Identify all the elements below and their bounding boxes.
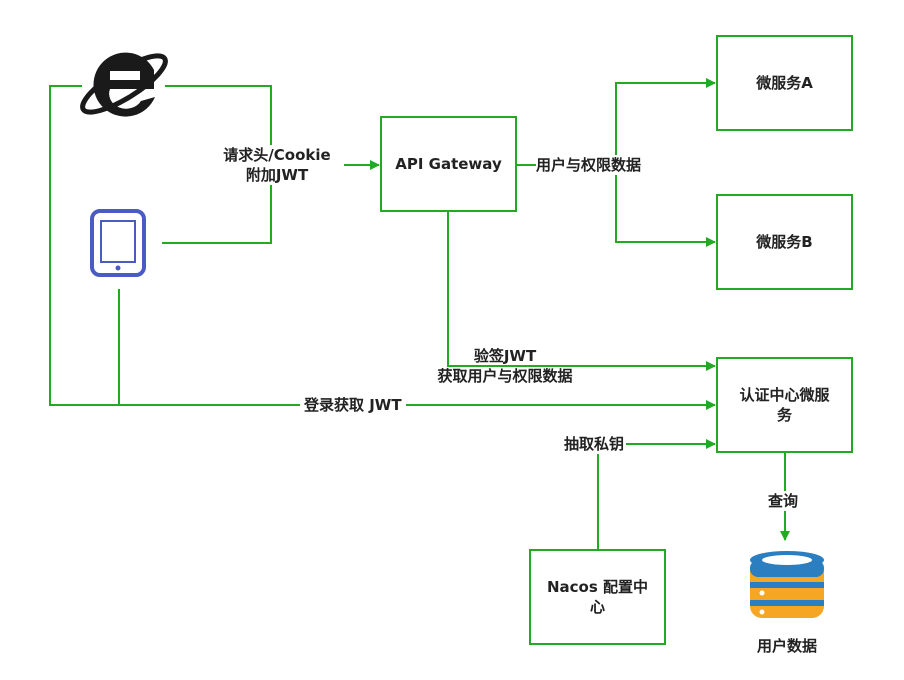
- database-icon: [750, 551, 824, 618]
- database-label: 用户数据: [756, 637, 817, 655]
- request-label-line1: 请求头/Cookie: [223, 146, 331, 164]
- service-b-box: [716, 194, 853, 290]
- browser-to-gateway-line: [165, 85, 272, 165]
- auth-service-label-line2: 务: [776, 406, 792, 424]
- auth-service-box: [716, 357, 853, 453]
- query-label: 查询: [766, 491, 801, 511]
- login-label: 登录获取 JWT: [300, 395, 406, 415]
- auth-service-label-line1: 认证中心微服: [739, 386, 830, 404]
- internet-explorer-icon: [80, 52, 168, 117]
- user-permission-label: 用户与权限数据: [536, 155, 642, 175]
- verify-label-line2: 获取用户与权限数据: [437, 367, 573, 385]
- auth-service-label: 认证中心微服 务: [717, 358, 852, 452]
- verify-arrow: [447, 211, 716, 371]
- nacos-box: [529, 549, 666, 645]
- gateway-box: [380, 116, 517, 212]
- nacos-label-line2: 心: [589, 598, 605, 616]
- browser-login-line: [49, 85, 119, 406]
- verify-label: 验签JWT 获取用户与权限数据: [420, 346, 590, 386]
- verify-label-line1: 验签JWT: [473, 347, 537, 365]
- service-a-arrow: [615, 78, 716, 165]
- extract-key-arrow: [597, 439, 716, 550]
- nacos-label-line1: Nacos 配置中: [546, 578, 649, 596]
- service-b-label: 微服务B: [756, 233, 813, 251]
- extract-key-label: 抽取私钥: [562, 434, 627, 454]
- tablet-to-gateway-line: [162, 165, 272, 244]
- request-label-line2: 附加JWT: [245, 166, 309, 184]
- request-label: 请求头/Cookie 附加JWT: [210, 145, 344, 185]
- service-a-box: [716, 35, 853, 131]
- service-b-arrow: [615, 165, 716, 247]
- gateway-label: API Gateway: [395, 155, 502, 173]
- tablet-icon: [90, 209, 146, 277]
- service-a-label: 微服务A: [756, 74, 813, 92]
- nacos-label: Nacos 配置中 心: [530, 550, 665, 644]
